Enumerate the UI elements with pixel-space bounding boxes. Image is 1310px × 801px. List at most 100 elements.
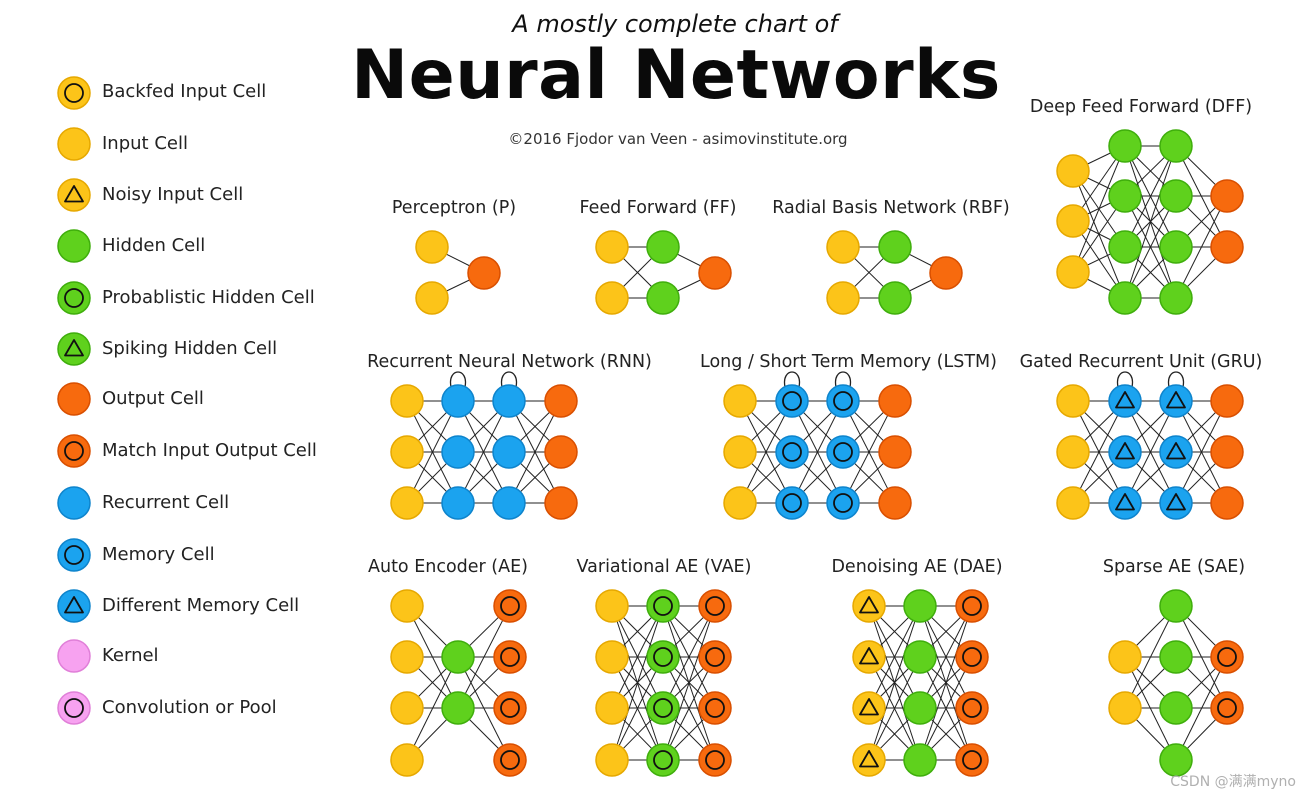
cell-body [1159, 435, 1193, 469]
recurrent-cell [441, 435, 475, 469]
cell-body [544, 486, 578, 520]
cell-circle-mark [962, 647, 982, 667]
cell-body [595, 281, 629, 315]
connection [868, 605, 921, 709]
recurrent-cell [1159, 384, 1193, 418]
output-cell [544, 435, 578, 469]
cell-body [775, 486, 809, 520]
hidden-cell [646, 640, 680, 674]
network-edges [868, 605, 973, 761]
cell-body [1159, 640, 1193, 674]
hidden-cell [646, 230, 680, 264]
hidden-cell [903, 640, 937, 674]
network-title-gru: Gated Recurrent Unit (GRU) [1019, 352, 1263, 372]
hidden-cell [1108, 281, 1142, 315]
cell-triangle-mark [1115, 442, 1135, 460]
legend-swatch-spiking-hidden-cell [57, 332, 91, 366]
cell-circle-mark [833, 493, 853, 513]
input-cell [595, 230, 629, 264]
recurrent-cell [826, 384, 860, 418]
recurrent-cell [492, 435, 526, 469]
legend-swatch-recurrent-cell [57, 486, 91, 520]
network-title-variational-ae: Variational AE (VAE) [576, 557, 752, 577]
cell-circle-mark [1217, 647, 1237, 667]
cell-body [826, 435, 860, 469]
output-cell [698, 743, 732, 777]
cell-body [57, 639, 91, 673]
input-cell [1056, 384, 1090, 418]
cell-body [1159, 691, 1193, 725]
cell-body [878, 384, 912, 418]
cell-body [826, 281, 860, 315]
input-cell [390, 640, 424, 674]
network-vae [595, 589, 732, 777]
input-cell [390, 486, 424, 520]
hidden-cell [878, 230, 912, 264]
cell-triangle-mark [1166, 493, 1186, 511]
input-cell [1056, 204, 1090, 238]
cell-body [903, 640, 937, 674]
input-cell [595, 743, 629, 777]
input-cell [1056, 486, 1090, 520]
hidden-cell [903, 743, 937, 777]
cell-body [878, 281, 912, 315]
cell-circle-mark [962, 596, 982, 616]
connection [791, 400, 844, 504]
output-cell [698, 691, 732, 725]
connection [662, 605, 716, 709]
cell-circle-mark [500, 647, 520, 667]
recurrent-cell [492, 486, 526, 520]
cell-body [955, 589, 989, 623]
cell-body [441, 691, 475, 725]
connection [1072, 145, 1126, 273]
hidden-cell [903, 589, 937, 623]
output-cell [1210, 435, 1244, 469]
cell-body [492, 486, 526, 520]
cell-circle-mark [653, 698, 673, 718]
cell-body [878, 486, 912, 520]
cell-circle-mark [782, 442, 802, 462]
chart-subtitle: A mostly complete chart of [512, 10, 838, 38]
cell-body [852, 743, 886, 777]
recurrent-cell [775, 384, 809, 418]
hidden-cell [1108, 179, 1142, 213]
network-edges [1072, 145, 1228, 299]
recurrent-cell [441, 486, 475, 520]
cell-body [57, 281, 91, 315]
network-title-feed-forward: Feed Forward (FF) [579, 198, 737, 218]
input-cell [595, 640, 629, 674]
cell-triangle-mark [64, 339, 84, 357]
connection [457, 400, 510, 504]
cell-body [698, 256, 732, 290]
cell-body [57, 382, 91, 416]
cell-body [1056, 384, 1090, 418]
recurrent-loop [500, 371, 518, 388]
connection [1124, 195, 1177, 299]
cell-circle-mark [705, 698, 725, 718]
cell-body [852, 640, 886, 674]
output-cell [955, 589, 989, 623]
hidden-cell [646, 589, 680, 623]
cell-circle-mark [653, 596, 673, 616]
input-cell [595, 589, 629, 623]
cell-body [1108, 129, 1142, 163]
connection [1124, 145, 1177, 299]
cell-body [1210, 384, 1244, 418]
hidden-cell [646, 281, 680, 315]
cell-body [1056, 154, 1090, 188]
recurrent-cell [441, 384, 475, 418]
cell-body [57, 127, 91, 161]
cell-body [955, 743, 989, 777]
input-cell [826, 230, 860, 264]
network-ff [595, 230, 732, 315]
legend-swatch-kernel [57, 639, 91, 673]
output-cell [544, 384, 578, 418]
connection [406, 400, 459, 504]
chart-credit: ©2016 Fjodor van Veen - asimovinstitute.… [508, 130, 848, 148]
cell-body [775, 384, 809, 418]
legend-label-spiking-hidden-cell: Spiking Hidden Cell [102, 338, 278, 359]
cell-body [1159, 230, 1193, 264]
network-dae [852, 589, 989, 777]
legend-label-memory-cell: Memory Cell [102, 544, 215, 565]
hidden-cell [1108, 129, 1142, 163]
